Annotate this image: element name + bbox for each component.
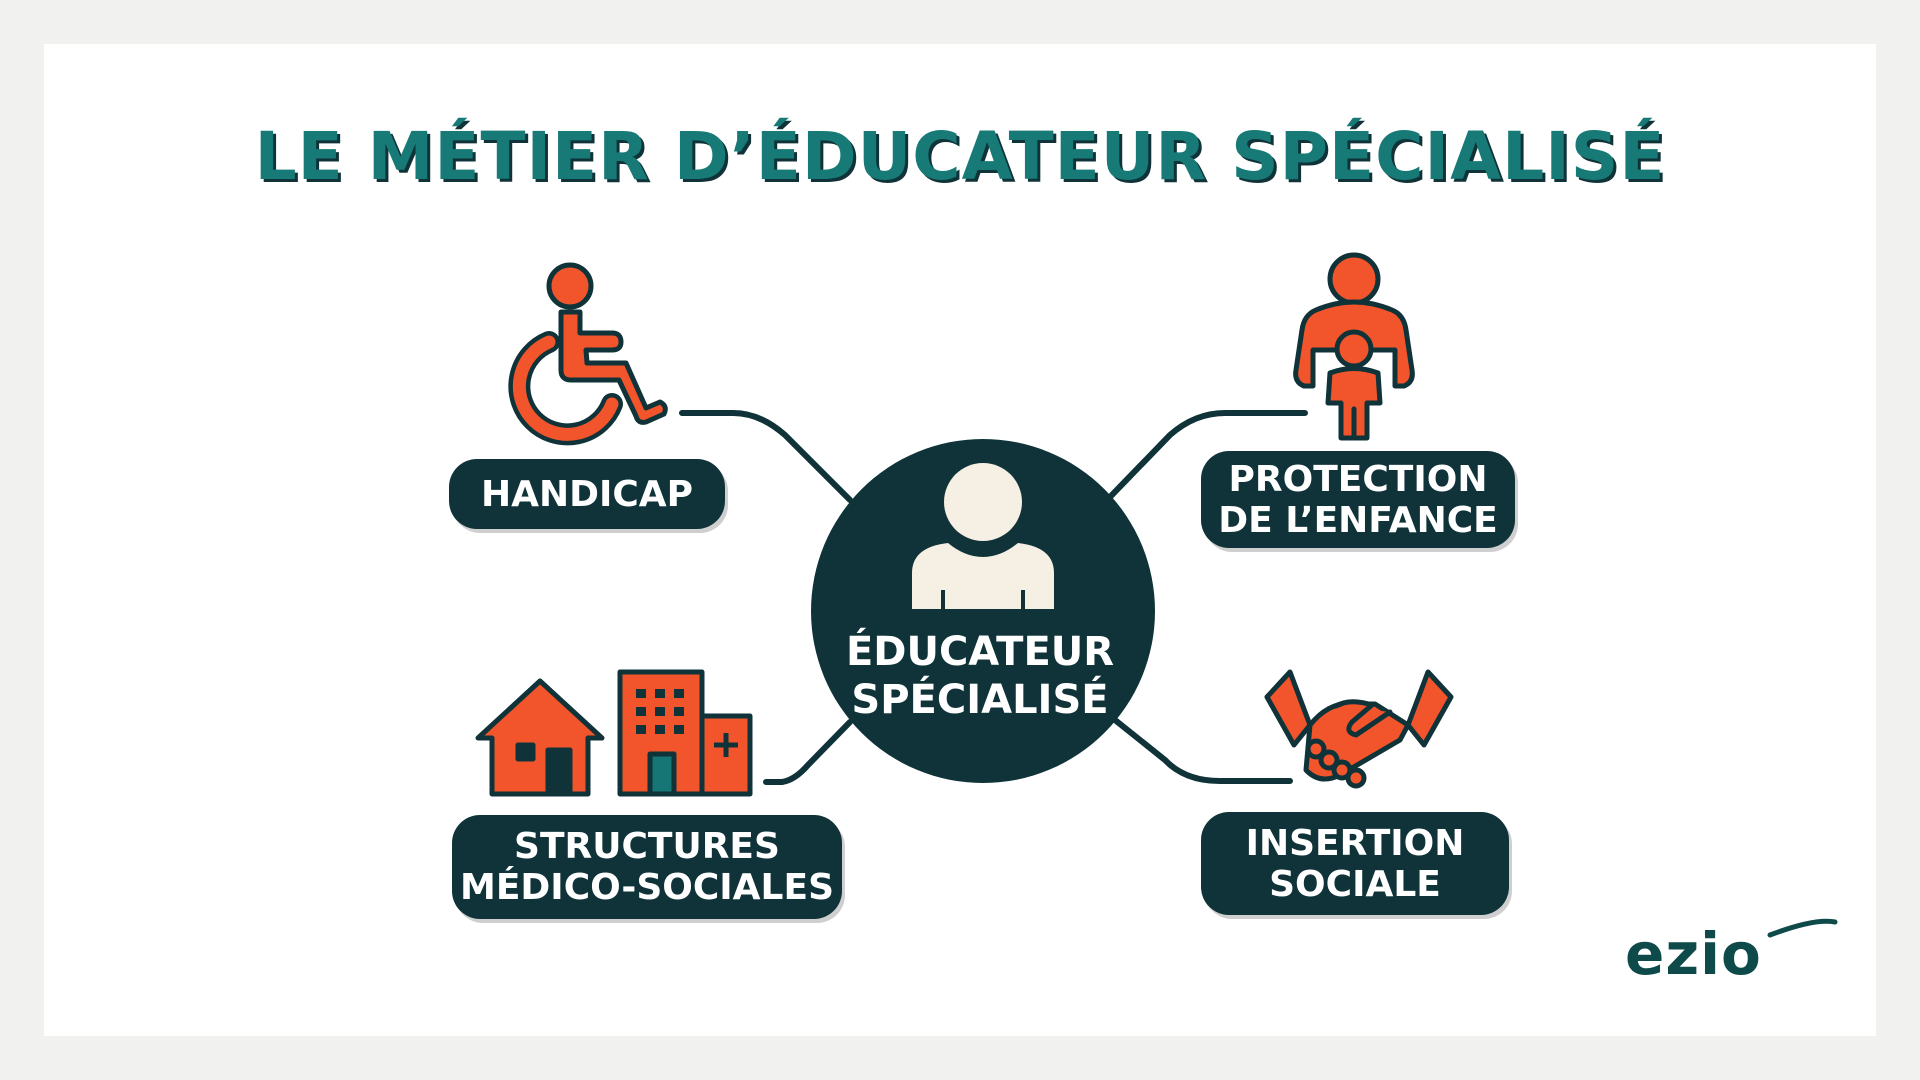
center-label: ÉDUCATEUR SPÉCIALISÉ xyxy=(810,628,1150,724)
branch-structures-line2: MÉDICO-SOCIALES xyxy=(460,867,834,908)
buildings-icon xyxy=(475,669,753,797)
logo-swoosh-icon xyxy=(1767,918,1838,938)
connector-lines xyxy=(679,410,1308,785)
center-label-line2: SPÉCIALISÉ xyxy=(851,677,1109,723)
connector-handicap xyxy=(679,410,853,503)
center-circle xyxy=(811,439,1155,783)
branch-protection-label: PROTECTION DE L’ENFANCE xyxy=(1201,451,1515,548)
branch-insertion-label: INSERTION SOCIALE xyxy=(1201,812,1509,915)
branch-handicap-label: HANDICAP xyxy=(449,459,725,529)
branch-structures-label: STRUCTURES MÉDICO-SOCIALES xyxy=(452,815,842,919)
center-label-line1: ÉDUCATEUR xyxy=(845,629,1115,675)
branch-protection-line2: DE L’ENFANCE xyxy=(1218,499,1498,541)
wheelchair-icon xyxy=(508,262,668,446)
branch-structures-line1: STRUCTURES xyxy=(514,826,780,867)
connector-structures xyxy=(763,719,853,785)
branch-protection-line1: PROTECTION xyxy=(1228,458,1488,500)
connector-insertion xyxy=(1112,717,1293,784)
branch-insertion-line2: SOCIALE xyxy=(1269,863,1441,905)
branch-insertion-line1: INSERTION xyxy=(1245,822,1465,864)
ezio-logo: ezio xyxy=(1625,920,1762,988)
page-title: LE MÉTIER D’ÉDUCATEUR SPÉCIALISÉ xyxy=(254,118,1666,195)
person-icon xyxy=(912,463,1054,609)
connector-protection xyxy=(1107,410,1308,500)
branch-handicap-line1: HANDICAP xyxy=(480,473,694,515)
handshake-icon xyxy=(1264,669,1454,789)
parent-child-icon xyxy=(1293,252,1415,441)
